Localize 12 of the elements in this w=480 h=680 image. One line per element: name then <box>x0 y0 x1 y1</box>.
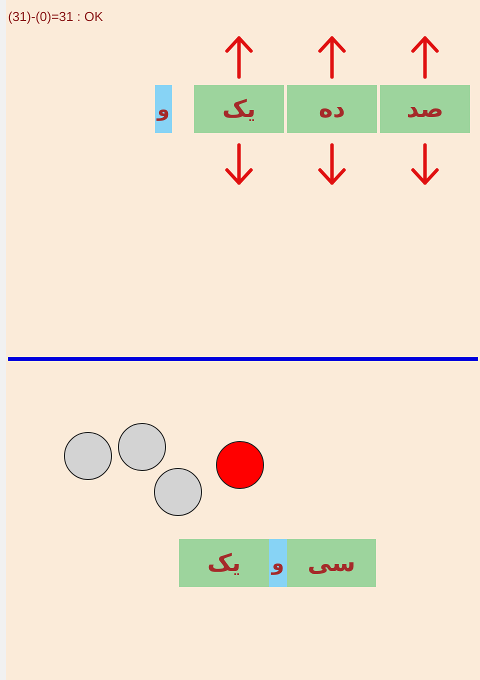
number-box: سی <box>287 539 376 587</box>
number-box: ده <box>287 85 377 133</box>
counter-circle <box>118 423 166 471</box>
conjunction-box: و <box>155 85 172 133</box>
number-box: یک <box>179 539 269 587</box>
conjunction-box: و <box>269 539 287 587</box>
counter-circle <box>64 432 112 480</box>
counter-circle <box>216 441 264 489</box>
number-box: یک <box>194 85 284 133</box>
number-box: صد <box>380 85 470 133</box>
status-text: (31)-(0)=31 : OK <box>8 9 104 24</box>
counter-circle <box>154 468 202 516</box>
